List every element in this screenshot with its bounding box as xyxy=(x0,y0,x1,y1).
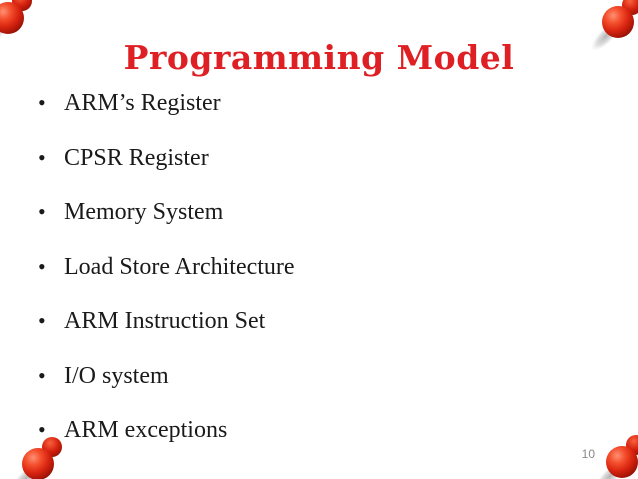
bullet-item: • ARM exceptions xyxy=(38,403,295,458)
bullet-item: • ARM Instruction Set xyxy=(38,294,295,349)
bullet-icon: • xyxy=(38,308,46,333)
bullet-item: • CPSR Register xyxy=(38,131,295,186)
bullet-item-label: CPSR Register xyxy=(64,144,209,171)
bullet-icon: • xyxy=(38,417,46,442)
slide-title: Programming Model xyxy=(123,38,515,78)
bullet-item: • ARM’s Register xyxy=(38,76,295,131)
bullet-item-label: ARM exceptions xyxy=(64,417,228,443)
bullet-item: • Memory System xyxy=(38,185,295,240)
bullet-icon: • xyxy=(38,144,46,170)
bullet-item-label: ARM’s Register xyxy=(64,90,221,116)
bullet-icon: • xyxy=(38,199,46,224)
bullet-item: • I/O system xyxy=(38,349,295,404)
bullet-item-label: ARM Instruction Set xyxy=(64,308,266,334)
bullet-item: • Load Store Architecture xyxy=(38,240,295,295)
bullet-icon: • xyxy=(38,362,46,388)
bullet-item-label: Load Store Architecture xyxy=(64,253,295,280)
bullet-item-label: Memory System xyxy=(64,199,224,225)
bullet-icon: • xyxy=(38,90,46,115)
pushpin-icon-bottom-right xyxy=(596,435,638,479)
page-number: 10 xyxy=(581,447,595,461)
bullet-icon: • xyxy=(38,253,46,279)
bullet-list: • ARM’s Register • CPSR Register • Memory S… xyxy=(38,76,295,458)
bullet-item-label: I/O system xyxy=(64,362,169,389)
